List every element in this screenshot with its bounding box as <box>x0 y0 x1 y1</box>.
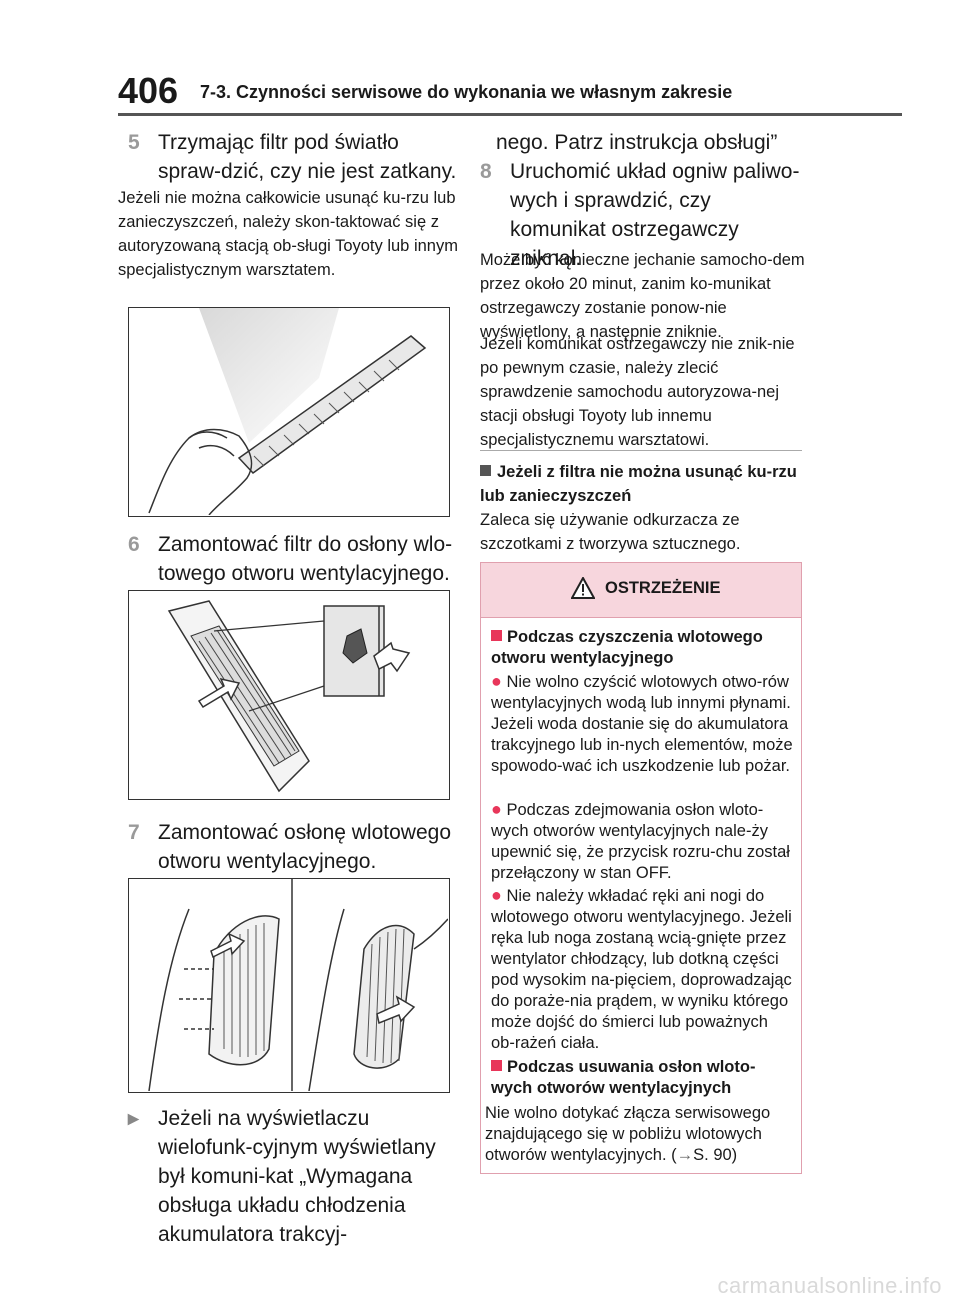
step-text: Trzymając filtr pod światło spraw-dzić, … <box>158 131 457 183</box>
bullet-warning-message: ▸ Jeżeli na wyświetlaczu wielofunk-cyjny… <box>128 1104 458 1249</box>
section-divider <box>480 450 802 451</box>
subheading: Jeżeli z filtra nie można usunąć ku-rzu … <box>480 460 805 508</box>
paragraph-1: Może być konieczne jechanie samocho-dem … <box>480 251 805 341</box>
arrow-icon <box>210 932 246 959</box>
figure-install-cover <box>128 878 450 1093</box>
step-5-note: Jeżeli nie można całkowicie usunąć ku-rz… <box>118 189 458 279</box>
circle-bullet-icon: ● <box>491 799 502 819</box>
step-number: 6 <box>128 533 140 556</box>
warning-last-text: Nie wolno dotykać złącza serwisowego zna… <box>485 1104 771 1164</box>
cover-install-illustration <box>148 879 449 1092</box>
arrow-icon <box>197 677 241 709</box>
arrow-right-icon: → <box>676 1146 694 1164</box>
step-7: 7 Zamontować osłonę wlotowego otworu wen… <box>128 818 458 876</box>
bullet-continuation: nego. Patrz instrukcja obsługi” <box>496 128 806 157</box>
step-5: 5 Trzymając filtr pod światło spraw-dzić… <box>128 128 458 186</box>
circle-bullet-icon: ● <box>491 885 502 905</box>
figure-filter-inspection <box>128 307 450 517</box>
page-reference-link[interactable]: S. 90) <box>693 1146 738 1164</box>
square-bullet-icon <box>491 630 502 641</box>
step-text: Uruchomić układ ogniw paliwo-wych i spra… <box>510 160 800 270</box>
circle-bullet-icon: ● <box>491 671 502 691</box>
section-title: 7-3. Czynności serwisowe do wykonania we… <box>200 82 733 102</box>
bullet-text-cont: nego. Patrz instrukcja obsługi” <box>496 131 778 154</box>
cover-left-icon <box>148 908 280 1092</box>
filter-icon <box>237 335 427 474</box>
figure-install-filter <box>128 590 450 800</box>
page-number: 406 <box>118 70 179 111</box>
warning-triangle-icon <box>571 577 595 599</box>
cover-right-icon <box>308 908 449 1092</box>
warning-item-1: ● Nie wolno czyścić wlotowych otwo-rów w… <box>491 671 793 777</box>
warning-item-text: Podczas zdejmowania osłon wloto-wych otw… <box>491 801 790 882</box>
arrow-icon <box>376 995 416 1025</box>
step-number: 8 <box>480 160 492 183</box>
step-text: Zamontować osłonę wlotowego otworu wenty… <box>158 821 451 873</box>
warning-item-text: Nie należy wkładać ręki ani nogi do wlot… <box>491 887 792 1052</box>
warning-subhead-1-text: Podczas czyszczenia wlotowego otworu wen… <box>491 628 763 667</box>
step-text: Zamontować filtr do osłony wlo-towego ot… <box>158 533 453 585</box>
subheading-text: Jeżeli z filtra nie można usunąć ku-rzu … <box>480 463 797 505</box>
warning-item-text: Nie wolno czyścić wlotowych otwo-rów wen… <box>491 673 793 775</box>
filter-grille-icon <box>190 625 300 767</box>
warning-title: OSTRZEŻENIE <box>605 579 721 597</box>
warning-subhead-2: Podczas usuwania osłon wloto-wych otworó… <box>491 1057 791 1099</box>
bullet-text: Jeżeli na wyświetlaczu wielofunk-cyjnym … <box>158 1107 436 1246</box>
warning-last-paragraph: Nie wolno dotykać złącza serwisowego zna… <box>485 1103 791 1166</box>
step-6: 6 Zamontować filtr do osłony wlo-towego … <box>128 530 458 588</box>
filter-into-cover-illustration <box>167 600 411 793</box>
square-bullet-icon <box>480 465 491 476</box>
square-bullet-icon <box>491 1060 502 1071</box>
step-number: 7 <box>128 821 140 844</box>
watermark: carmanualsonline.info <box>717 1273 942 1298</box>
step-number: 5 <box>128 131 140 154</box>
warning-header: OSTRZEŻENIE <box>481 563 801 618</box>
warning-subhead-2-text: Podczas usuwania osłon wloto-wych otworó… <box>491 1058 756 1097</box>
warning-item-2: ● Podczas zdejmowania osłon wloto-wych o… <box>491 799 793 884</box>
filter-held-to-light-illustration <box>148 308 427 516</box>
warning-subhead-1: Podczas czyszczenia wlotowego otworu wen… <box>491 627 791 669</box>
hand-icon <box>148 428 253 516</box>
warning-box: OSTRZEŻENIE Podczas czyszczenia wlotoweg… <box>480 562 802 1174</box>
triangle-bullet-icon: ▸ <box>128 1107 139 1130</box>
warning-item-3: ● Nie należy wkładać ręki ani nogi do wl… <box>491 885 793 1054</box>
subheading-text-body: Zaleca się używanie odkurzacza ze szczot… <box>480 511 741 553</box>
detail-inset <box>213 605 411 712</box>
paragraph-2: Jeżeli komunikat ostrzegawczy nie znik-n… <box>480 335 795 449</box>
step-8: 8 Uruchomić układ ogniw paliwo-wych i sp… <box>480 157 810 273</box>
header-rule <box>118 113 902 116</box>
